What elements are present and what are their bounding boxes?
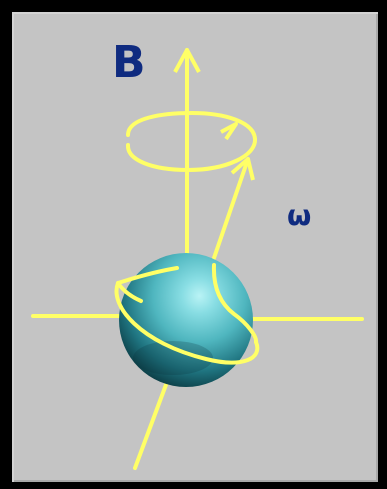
frequency-label: ω — [287, 199, 311, 232]
field-label: B — [112, 37, 146, 88]
spinning-sphere — [119, 253, 253, 387]
field-arrow — [175, 50, 199, 253]
spin-vector-arrow — [214, 159, 253, 258]
depth-axis — [135, 382, 167, 468]
precession-loop — [128, 113, 255, 170]
